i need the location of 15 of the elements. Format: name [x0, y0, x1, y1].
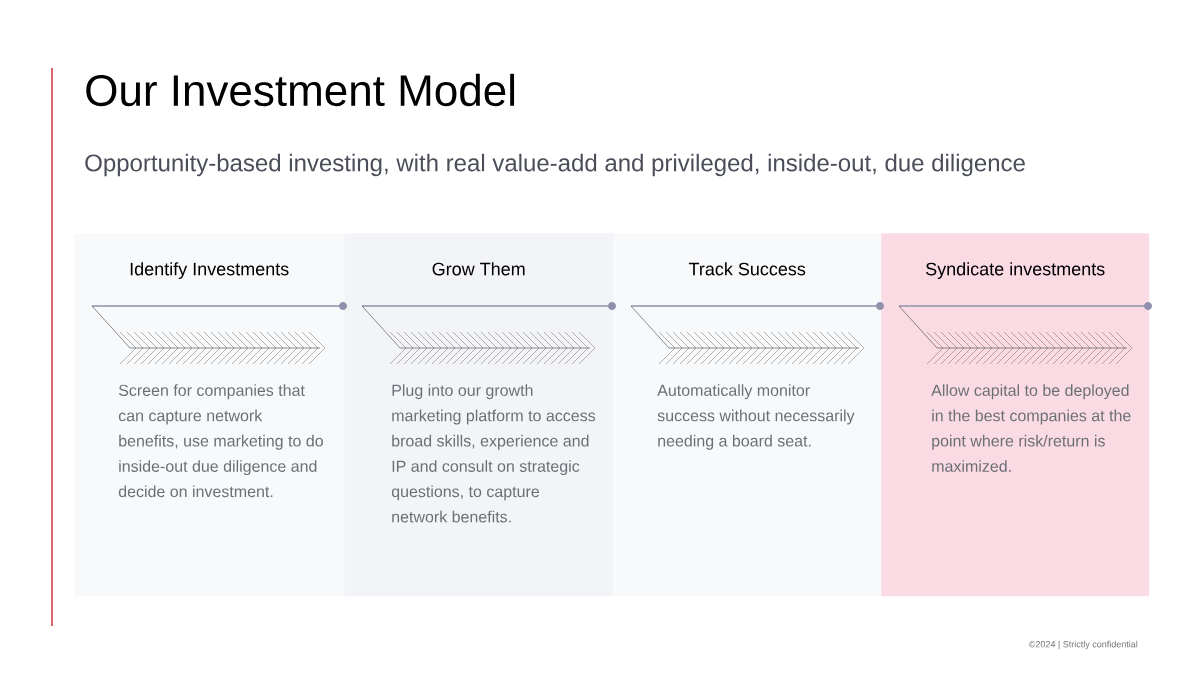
column-panel: [613, 233, 882, 597]
column-panel: [344, 233, 614, 597]
footer-note: ©2024 | Strictly confidential: [1028, 640, 1138, 650]
column-body: Screen for companies that can capture network benefits, use marketing to do inside-out due diligence and decide on investment.: [118, 384, 323, 498]
column-panel: [881, 233, 1150, 597]
column-body: Allow capital to be deployed in the best companies at the point where risk/return is maximized.: [931, 384, 1131, 472]
column-heading: Identify Investments: [130, 262, 289, 279]
column-heading: Track Success: [688, 262, 806, 276]
column-heading: Grow Them: [432, 262, 525, 276]
column-panel: [74, 233, 345, 597]
column-body: Automatically monitor success without necessarily needing a board seat.: [657, 384, 855, 450]
column-body: Plug into our growth marketing platform to access broad skills, experience and IP and consult on strategic questions, to capture network benefits.: [391, 384, 596, 523]
subtitle: Opportunity-based investing, with real value-add and privileged, inside-out, due diligence: [85, 153, 1025, 177]
title: Our Investment Model: [86, 73, 515, 107]
column-heading: Syndicate investments: [926, 262, 1105, 279]
